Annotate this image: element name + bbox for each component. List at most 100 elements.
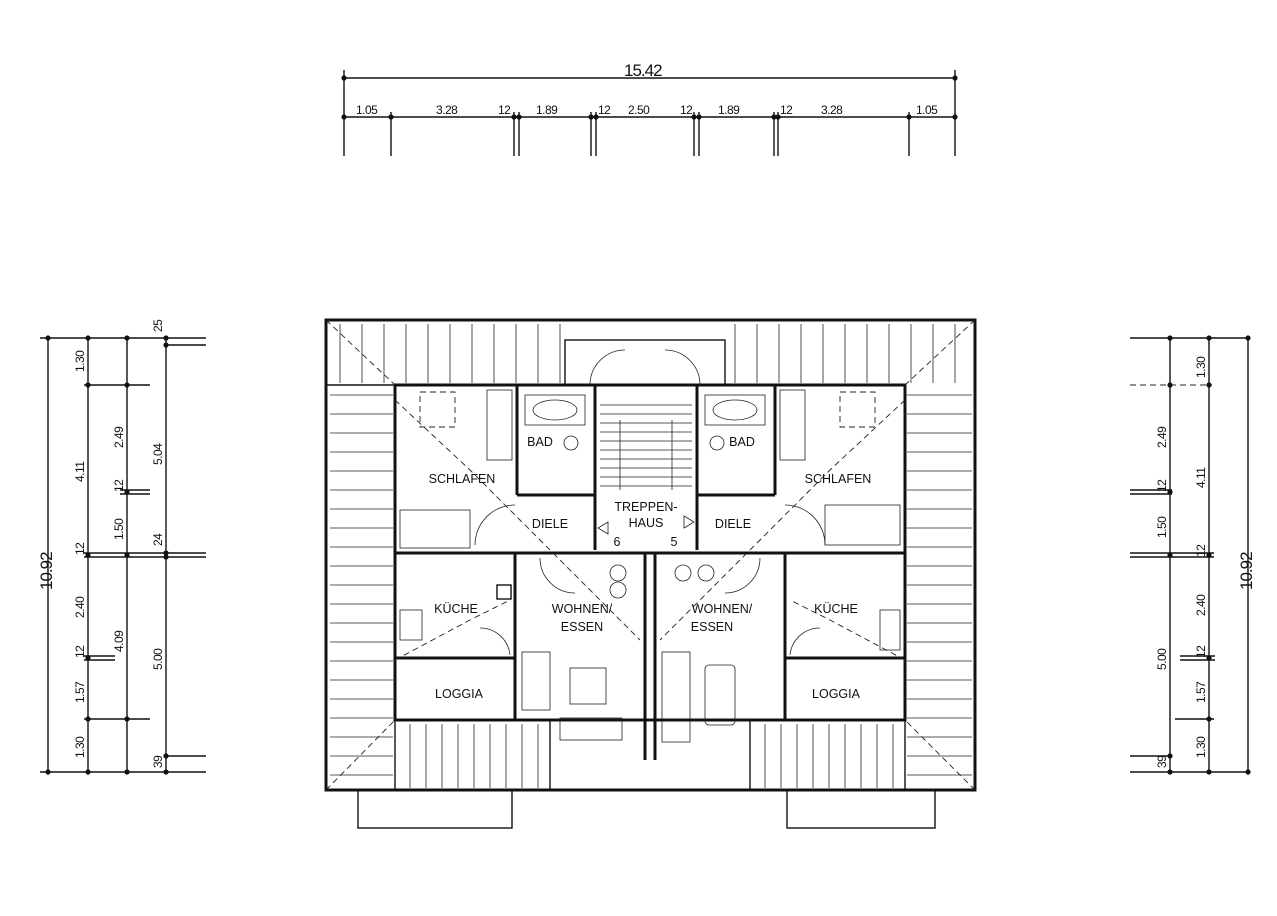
staircase xyxy=(600,404,692,487)
room-label-schlafen-right: SCHLAFEN xyxy=(805,472,872,486)
dim-label: 1.30 xyxy=(73,350,87,372)
room-label-treppenhaus-2: HAUS xyxy=(629,516,664,530)
dimension-node xyxy=(1167,335,1173,341)
room-label-loggia-left: LOGGIA xyxy=(435,687,484,701)
dim-label: 1.50 xyxy=(1155,516,1169,538)
room-label-kueche-left: KÜCHE xyxy=(434,602,478,616)
dimension-node xyxy=(124,769,130,775)
dimension-node xyxy=(1167,552,1173,558)
dimension-node xyxy=(952,75,958,81)
right-dimension-chain: 10.92 2.49 12 1.50 5.00 39 1.30 4.11 12 … xyxy=(1130,335,1256,775)
room-label-diele-left: DIELE xyxy=(532,517,568,531)
dim-label: 12 xyxy=(73,542,87,555)
dim-label: 5.00 xyxy=(1155,648,1169,670)
step-count-left: 6 xyxy=(614,535,621,549)
dimension-node xyxy=(85,716,91,722)
dimension-node xyxy=(45,335,51,341)
dim-label: 39 xyxy=(1155,755,1169,768)
dimension-node xyxy=(1206,382,1212,388)
dimension-node xyxy=(511,114,517,120)
dim-label: 12 xyxy=(680,103,693,117)
room-label-wohnen-right: WOHNEN/ xyxy=(692,602,753,616)
building-plan: SCHLAFEN BAD DIELE KÜCHE WOHNEN/ ESSEN L… xyxy=(324,318,977,829)
dimension-node xyxy=(1206,552,1212,558)
dimension-node xyxy=(124,335,130,341)
room-label-bad-right: BAD xyxy=(729,435,755,449)
dim-label: 39 xyxy=(151,755,165,768)
dimension-node xyxy=(593,114,599,120)
dim-label: 1.05 xyxy=(356,103,378,117)
dimension-node xyxy=(1167,382,1173,388)
room-label-loggia-right: LOGGIA xyxy=(812,687,861,701)
dim-label: 12 xyxy=(73,645,87,658)
dim-label: 1.57 xyxy=(1194,681,1208,703)
room-label-bad-left: BAD xyxy=(527,435,553,449)
room-label-wohnen-left: WOHNEN/ xyxy=(552,602,613,616)
room-label-diele-right: DIELE xyxy=(715,517,751,531)
dim-label: 2.49 xyxy=(112,426,126,448)
dim-label: 2.40 xyxy=(1194,594,1208,616)
room-label-essen-left: ESSEN xyxy=(561,620,603,634)
dimension-node xyxy=(1167,753,1173,759)
dim-label: 1.05 xyxy=(916,103,938,117)
stair-arrow-right-icon xyxy=(683,515,695,529)
dim-label: 1.57 xyxy=(73,681,87,703)
left-dimension-chain: 10.92 1.30 4.11 12 2.40 12 1.57 1.30 2.4… xyxy=(37,319,206,775)
dimension-node xyxy=(341,114,347,120)
dim-label: 5.04 xyxy=(151,443,165,465)
dimension-node xyxy=(1206,716,1212,722)
dimension-node xyxy=(1206,655,1212,661)
dimension-node xyxy=(341,75,347,81)
dimension-node xyxy=(691,114,697,120)
dimension-node xyxy=(85,382,91,388)
dim-label: 12 xyxy=(1194,544,1208,557)
dim-label: 12 xyxy=(498,103,511,117)
dimension-node xyxy=(163,342,169,348)
dimension-node xyxy=(1245,769,1251,775)
dim-label: 5.00 xyxy=(151,648,165,670)
dimension-node xyxy=(45,769,51,775)
dim-label: 4.11 xyxy=(1194,467,1208,488)
room-label-treppenhaus: TREPPEN- xyxy=(614,500,677,514)
dimension-node xyxy=(516,114,522,120)
dim-label: 12 xyxy=(1155,479,1169,492)
roof-hatching xyxy=(330,324,972,776)
room-label-schlafen-left: SCHLAFEN xyxy=(429,472,496,486)
total-depth-label: 10.92 xyxy=(1237,552,1256,590)
dimension-node xyxy=(952,114,958,120)
dim-label: 12 xyxy=(1194,645,1208,658)
dimension-node xyxy=(696,114,702,120)
dimension-node xyxy=(124,716,130,722)
dim-label: 4.11 xyxy=(73,461,87,482)
room-label-essen-right: ESSEN xyxy=(691,620,733,634)
step-count-right: 5 xyxy=(671,535,678,549)
dim-label: 4.09 xyxy=(112,630,126,652)
dim-label: 3.28 xyxy=(436,103,458,117)
dimension-node xyxy=(124,382,130,388)
dim-label: 1.89 xyxy=(718,103,740,117)
dimension-node xyxy=(771,114,777,120)
dimension-node xyxy=(163,550,169,556)
dimension-node xyxy=(1167,769,1173,775)
dimension-node xyxy=(85,552,91,558)
dimension-node xyxy=(1206,769,1212,775)
dim-label: 1.30 xyxy=(1194,736,1208,758)
dim-label: 1.89 xyxy=(536,103,558,117)
dim-label: 12 xyxy=(598,103,611,117)
dim-label: 3.28 xyxy=(821,103,843,117)
top-dimension-chain: 15.42 1.05 3.28 12 1.89 12 2.50 12 1.89 … xyxy=(341,61,958,156)
dimension-node xyxy=(1206,335,1212,341)
dim-label: 1.30 xyxy=(1194,356,1208,378)
dimension-node xyxy=(588,114,594,120)
dimension-node xyxy=(124,489,130,495)
dim-label: 12 xyxy=(112,479,126,492)
dim-label: 2.50 xyxy=(628,103,650,117)
dimension-node xyxy=(124,552,130,558)
dimension-node xyxy=(85,769,91,775)
total-depth-label: 10.92 xyxy=(37,552,56,590)
dimension-node xyxy=(1245,335,1251,341)
dim-label: 24 xyxy=(151,533,165,546)
dimension-node xyxy=(775,114,781,120)
dimension-node xyxy=(1167,489,1173,495)
